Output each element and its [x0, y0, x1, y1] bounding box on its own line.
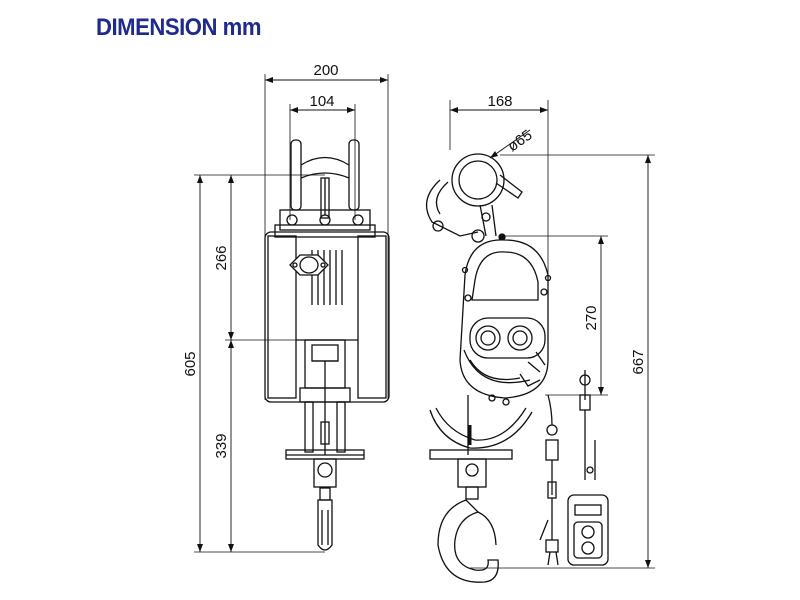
dim-body-height: 270: [583, 305, 600, 330]
dim-width-frame: 104: [309, 93, 334, 110]
dim-total-height-side: 667: [630, 349, 647, 374]
page-title: DIMENSION mm: [96, 14, 262, 41]
dim-lower-height: 339: [213, 433, 230, 458]
front-view: [194, 74, 390, 553]
dim-side-width: 168: [487, 93, 512, 110]
side-view: [425, 100, 655, 583]
dim-total-height-front: 605: [182, 351, 199, 376]
dim-upper-height: 266: [213, 245, 230, 270]
dim-width-overall: 200: [313, 62, 338, 79]
dim-hook-diameter: ø65: [505, 127, 536, 156]
